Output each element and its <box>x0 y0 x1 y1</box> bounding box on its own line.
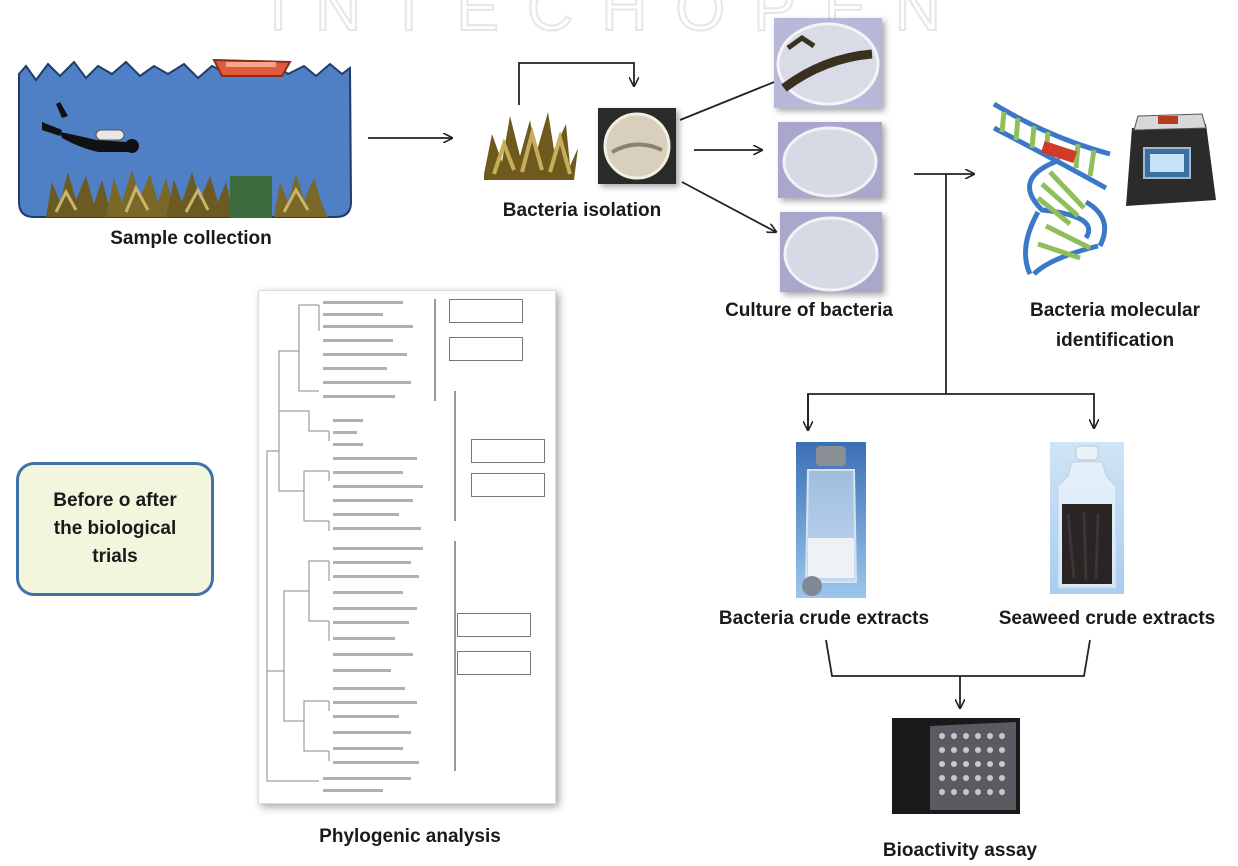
culture-of-bacteria-label: Culture of bacteria <box>725 300 893 321</box>
petri-dish-icon <box>598 108 676 184</box>
note-line: Before o after <box>53 490 177 511</box>
sample-collection-label: Sample collection <box>110 228 272 249</box>
seaweed-icon <box>484 112 578 180</box>
molecular-identification-label-line1: Bacteria molecular <box>1029 300 1201 321</box>
sample-collection-scene <box>16 52 354 220</box>
before-after-trials-note: Before o after the biological trials <box>16 462 214 596</box>
bioactivity-assay-label: Bioactivity assay <box>882 840 1038 861</box>
phylogenetic-tree <box>258 290 556 804</box>
seaweed-icon <box>46 170 328 217</box>
scuba-diver-icon <box>42 102 139 153</box>
petri-dish-icon <box>780 212 882 292</box>
dna-helix-icon <box>992 101 1111 276</box>
bacteria-crude-extracts-label: Bacteria crude extracts <box>718 608 930 629</box>
jar-icon <box>1050 442 1124 594</box>
microplate-icon <box>892 718 1020 814</box>
bacteria-isolation-label: Bacteria isolation <box>502 200 662 221</box>
boat-icon <box>212 58 292 77</box>
vial-icon <box>796 442 866 598</box>
thermocycler-icon <box>1122 108 1218 212</box>
note-line: the biological <box>53 518 177 539</box>
petri-dish-icon <box>778 122 882 198</box>
molecular-identification-label-line2: identification <box>1055 330 1175 351</box>
phylogenic-analysis-label: Phylogenic analysis <box>319 826 501 847</box>
note-line: trials <box>92 546 138 567</box>
petri-dish-icon <box>774 18 882 108</box>
seaweed-crude-extracts-label: Seaweed crude extracts <box>998 608 1216 629</box>
